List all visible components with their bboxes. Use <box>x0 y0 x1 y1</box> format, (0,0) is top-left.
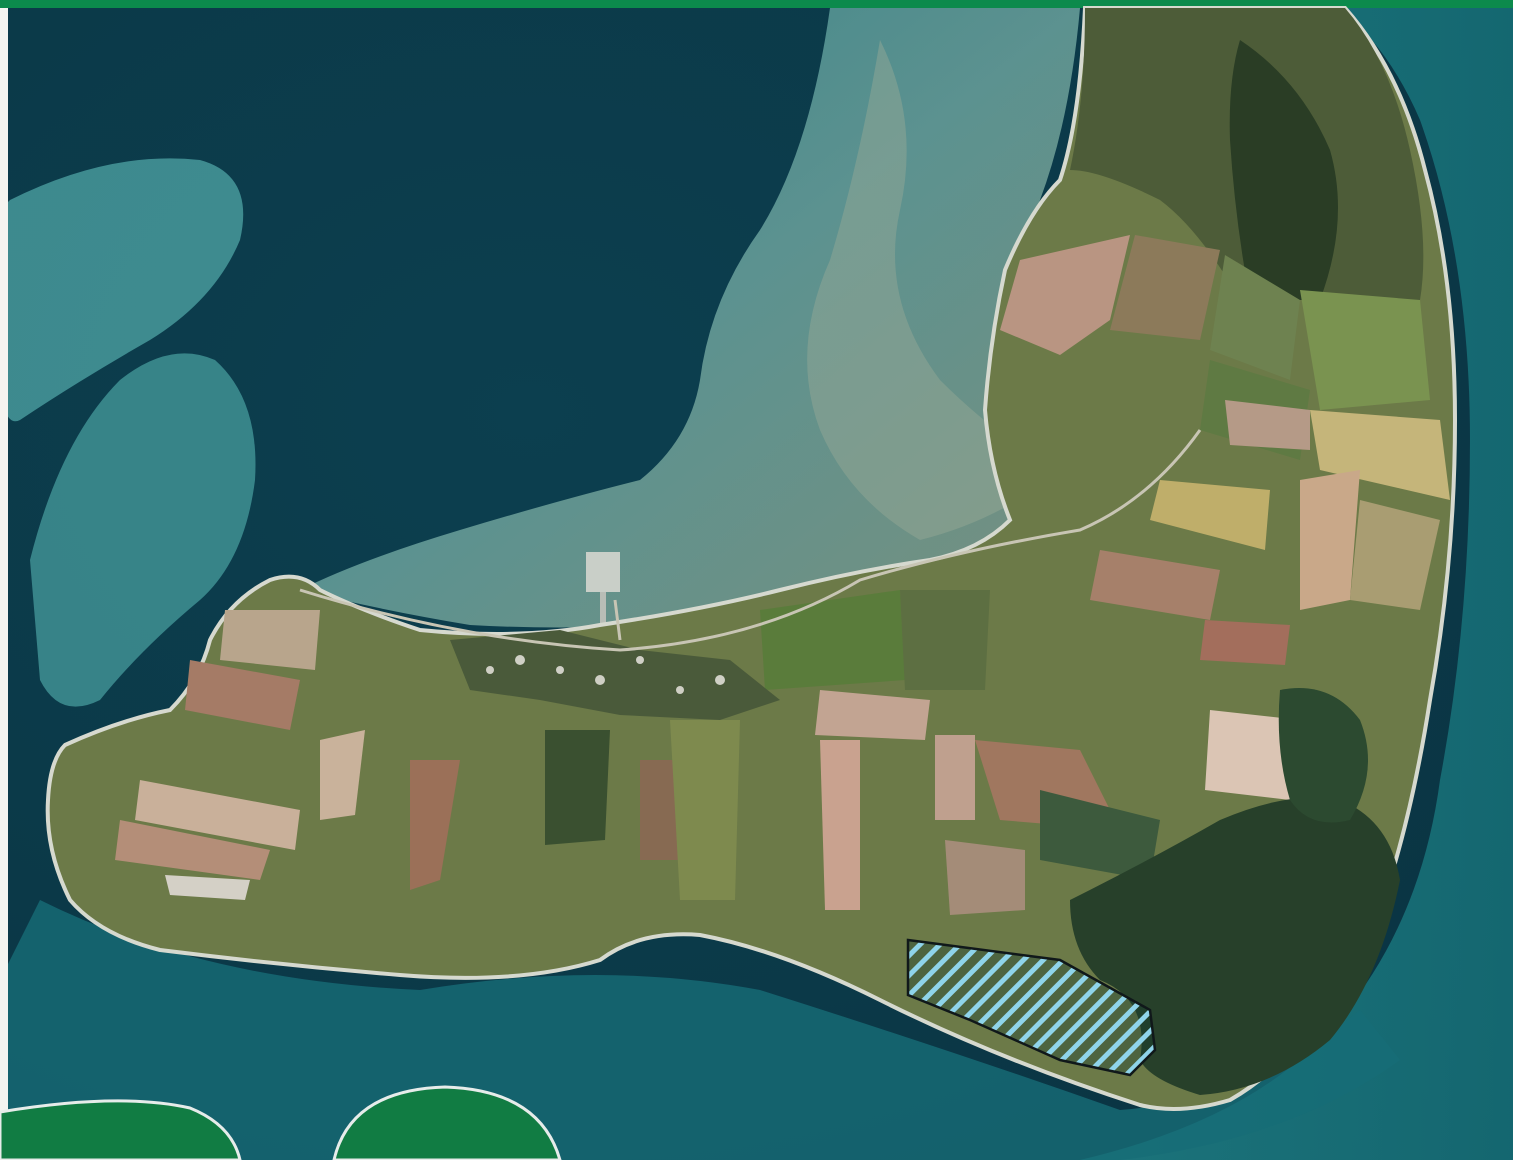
sandbank-northwest <box>0 158 244 422</box>
fields-central <box>115 590 1300 915</box>
badge-round <box>332 1085 562 1160</box>
village <box>450 630 780 720</box>
left-frame-edge <box>0 8 8 1160</box>
tidal-flats <box>300 8 1080 628</box>
south-shallow-water <box>0 900 1400 1160</box>
harbour-road <box>613 599 622 641</box>
sand-shoal <box>807 40 1060 540</box>
fields-northeast <box>1000 235 1450 665</box>
sandbank-west <box>30 353 256 707</box>
northern-forest <box>1229 40 1338 300</box>
harbour <box>586 552 620 592</box>
harbour-pier <box>600 592 606 632</box>
top-frame-bar <box>0 0 1513 8</box>
badge-left <box>0 1099 242 1160</box>
east-shelf-water <box>1080 8 1513 1160</box>
main-road <box>299 429 1202 652</box>
east-forest-strip <box>1278 688 1368 823</box>
hatched-area <box>906 938 1157 1077</box>
